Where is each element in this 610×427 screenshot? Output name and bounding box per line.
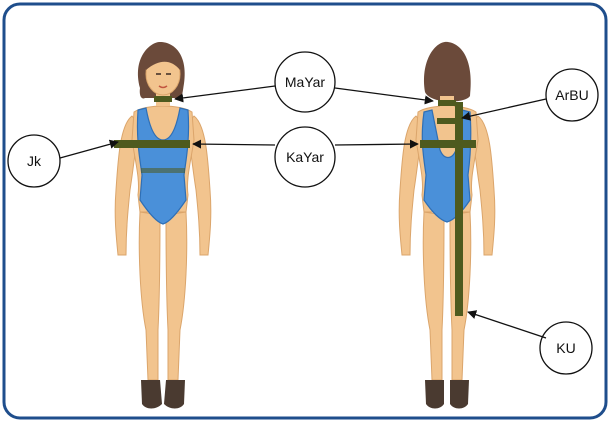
label-neck-text: MaYar: [285, 74, 326, 90]
label-arm-text: Jk: [27, 153, 42, 169]
label-length: KU: [540, 322, 592, 374]
label-arm: Jk: [8, 135, 60, 187]
label-length-text: KU: [556, 340, 575, 356]
label-chest-text: KaYar: [286, 149, 324, 165]
label-chest: KaYar: [275, 127, 335, 187]
label-back-width-text: ArBU: [555, 87, 588, 103]
label-back-width: ArBU: [546, 69, 598, 121]
label-neck: MaYar: [275, 52, 335, 112]
